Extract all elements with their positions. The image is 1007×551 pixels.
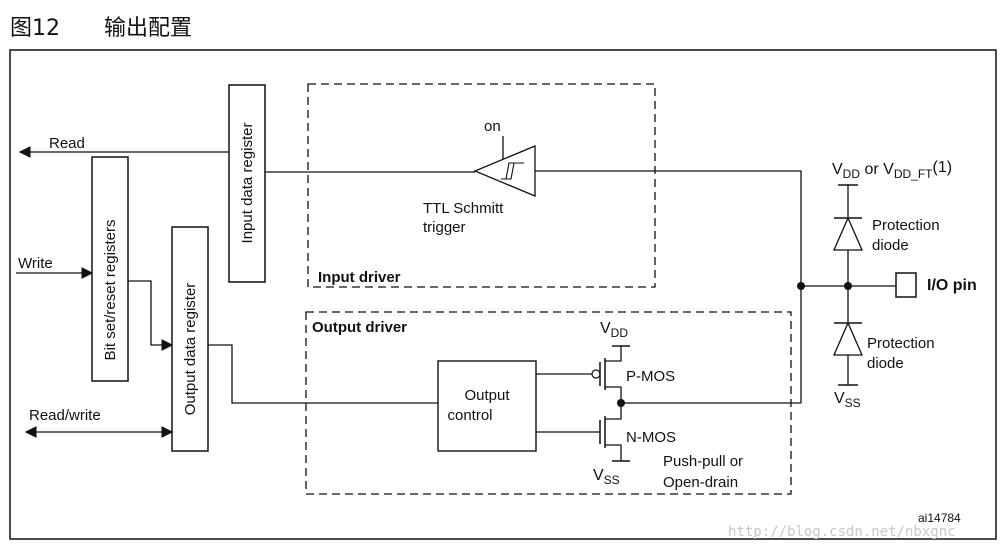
schmitt-trigger-buffer bbox=[473, 145, 536, 197]
odr-to-control-wire bbox=[208, 344, 438, 404]
output-data-register-label: Output data register bbox=[182, 283, 199, 416]
lower-diode-label-1: Protection bbox=[867, 335, 935, 352]
pmos-label: P-MOS bbox=[626, 368, 675, 385]
read-write-label: Read/write bbox=[29, 407, 101, 424]
upper-protection-diode bbox=[833, 216, 863, 251]
drain-junction-dot bbox=[617, 399, 625, 407]
bit-set-reset-register-label: Bit set/reset registers bbox=[102, 220, 119, 361]
output-control-label-2: control bbox=[447, 407, 492, 424]
ground-label: VSS bbox=[834, 390, 861, 410]
nmos-label: N-MOS bbox=[626, 429, 676, 446]
nmos-drain bbox=[605, 403, 622, 420]
diode-node-dot bbox=[844, 282, 852, 290]
schmitt-label-2: trigger bbox=[423, 219, 466, 236]
output-mode-label-1: Push-pull or bbox=[663, 453, 743, 470]
read-label: Read bbox=[49, 135, 85, 152]
watermark: http://blog.csdn.net/nbxgnc bbox=[728, 524, 956, 540]
output-control-block bbox=[437, 360, 537, 452]
input-data-register bbox=[228, 84, 266, 283]
diagram-frame bbox=[9, 49, 997, 540]
figure-number: 图12 bbox=[10, 16, 60, 41]
hysteresis-icon bbox=[501, 162, 524, 180]
upper-diode-label-2: diode bbox=[872, 237, 909, 254]
write-label: Write bbox=[18, 255, 53, 272]
pmos-source bbox=[605, 346, 622, 362]
io-pin-label: I/O pin bbox=[927, 277, 977, 294]
figure-id: ai14784 bbox=[918, 511, 961, 525]
lower-diode-label-2: diode bbox=[867, 355, 904, 372]
output-driver-label: Output driver bbox=[312, 319, 407, 336]
vdd-label: VDD bbox=[600, 320, 628, 340]
output-data-register bbox=[171, 226, 209, 452]
output-control-label-1: Output bbox=[464, 387, 510, 404]
bsrr-to-odr-wire bbox=[128, 280, 174, 351]
upper-diode-label-1: Protection bbox=[872, 217, 940, 234]
lower-protection-diode bbox=[833, 321, 863, 356]
supply-label: VDD or VDD_FT(1) bbox=[832, 159, 952, 181]
output-mode-label-2: Open-drain bbox=[663, 474, 738, 491]
schmitt-on-label: on bbox=[484, 118, 501, 135]
input-data-register-label: Input data register bbox=[239, 123, 256, 244]
figure-caption: 输出配置 bbox=[104, 16, 193, 41]
vss-label: VSS bbox=[593, 467, 620, 487]
input-driver-region bbox=[307, 83, 656, 288]
bit-set-reset-register bbox=[91, 156, 129, 382]
pmos-gate-bubble bbox=[591, 369, 601, 379]
io-pin-box bbox=[895, 272, 917, 298]
pmos-drain bbox=[605, 386, 622, 403]
input-driver-label: Input driver bbox=[318, 269, 401, 286]
input-wire-to-pin bbox=[535, 170, 802, 403]
nmos-source bbox=[605, 444, 622, 461]
schmitt-label-1: TTL Schmitt bbox=[423, 200, 504, 217]
pin-node-dot bbox=[797, 282, 805, 290]
